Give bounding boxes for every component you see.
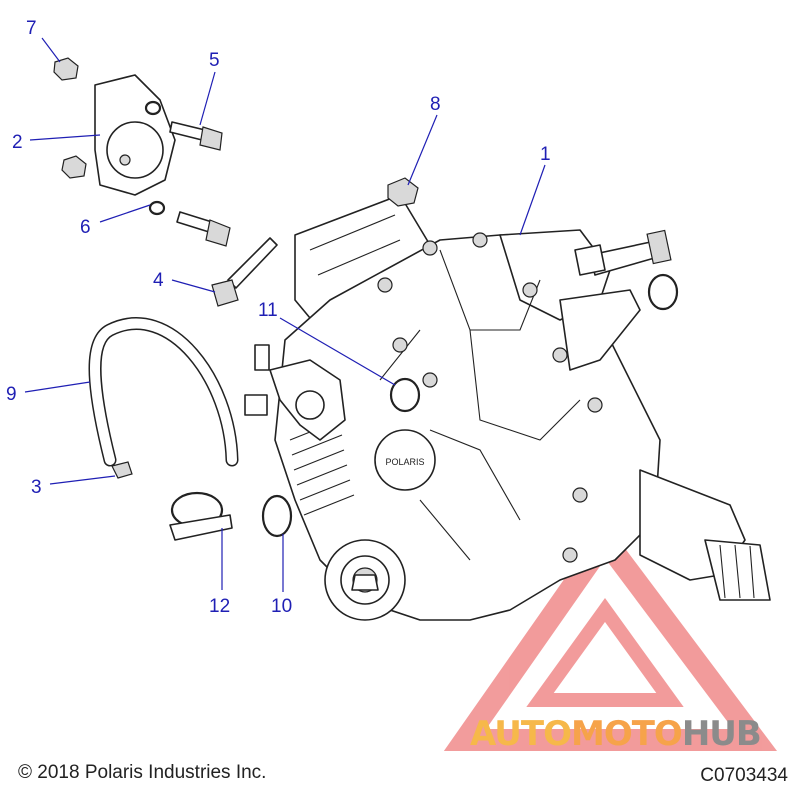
watermark-part-moto: MOTO bbox=[570, 714, 683, 754]
o-ring-part-11 bbox=[389, 377, 421, 413]
watermark-part-auto: AUTO bbox=[470, 714, 572, 754]
bolt-mid bbox=[176, 211, 231, 247]
plug-part-8 bbox=[387, 177, 419, 207]
callout-9: 9 bbox=[6, 384, 17, 405]
callout-5: 5 bbox=[209, 50, 220, 71]
drawing-number: C0703434 bbox=[700, 765, 788, 786]
watermark-text: AUTOMOTOHUB bbox=[470, 714, 762, 754]
callout-10: 10 bbox=[271, 596, 292, 617]
callout-1: 1 bbox=[540, 144, 551, 165]
callout-6: 6 bbox=[80, 217, 91, 238]
callout-3: 3 bbox=[31, 477, 42, 498]
polaris-emblem-text: POLARIS bbox=[385, 457, 424, 467]
clamp-part-12 bbox=[169, 491, 233, 541]
washer-top bbox=[144, 100, 162, 116]
bolt-part-4 bbox=[211, 237, 278, 307]
copyright-notice: © 2018 Polaris Industries Inc. bbox=[18, 762, 267, 783]
callout-2: 2 bbox=[12, 132, 23, 153]
transmission-assembly: POLARIS bbox=[244, 194, 771, 621]
callout-4: 4 bbox=[153, 270, 164, 291]
leader-lines bbox=[24, 37, 546, 592]
watermark-part-hub: HUB bbox=[681, 714, 762, 754]
callout-7: 7 bbox=[26, 18, 37, 39]
watermark-logo bbox=[443, 521, 777, 751]
o-ring-right bbox=[647, 273, 679, 311]
hose-clip-part-3 bbox=[111, 461, 133, 479]
callout-12: 12 bbox=[209, 596, 230, 617]
callout-11: 11 bbox=[258, 300, 278, 321]
sensor-cover-part-2 bbox=[94, 74, 176, 196]
o-ring-part-10 bbox=[261, 494, 293, 538]
nut-part-7 bbox=[53, 57, 79, 81]
callout-8: 8 bbox=[430, 94, 441, 115]
nut-on-cover bbox=[61, 155, 87, 179]
bolt-part-5 bbox=[169, 121, 223, 151]
washer-part-6 bbox=[148, 200, 166, 216]
